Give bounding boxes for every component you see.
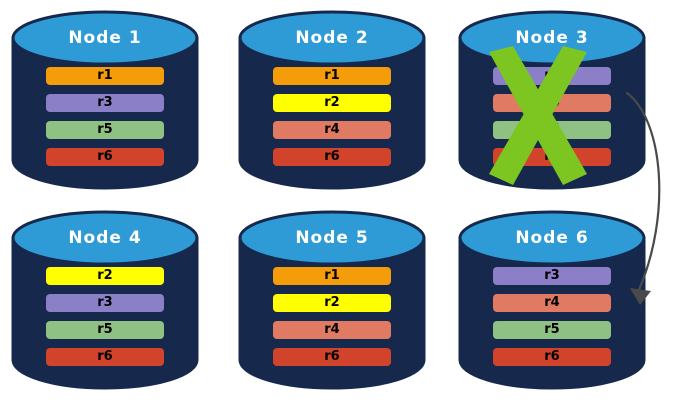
replica-row[interactable]: r4 [493,294,611,312]
replica-label: r2 [97,268,113,283]
replica-list-3: r3 r4 r5 r6 [457,67,647,166]
replica-row[interactable]: r2 [273,294,391,312]
replica-label: r4 [324,122,340,137]
replica-label: r3 [97,295,113,310]
replica-label: r6 [544,349,560,364]
replica-row[interactable]: r5 [46,321,164,339]
replica-label: r4 [544,295,560,310]
replica-label: r3 [544,68,560,83]
replica-label: r4 [544,95,560,110]
replica-row[interactable]: r3 [493,267,611,285]
replica-label: r2 [324,295,340,310]
replica-row[interactable]: r2 [46,267,164,285]
replica-row[interactable]: r5 [493,321,611,339]
replica-row[interactable]: r6 [493,148,611,166]
replica-row[interactable]: r6 [46,348,164,366]
node-cylinder-3[interactable]: Node 3 r3 r4 r5 r6 [457,8,647,190]
replica-row[interactable]: r5 [493,121,611,139]
replica-label: r5 [97,122,113,137]
replica-label: r1 [324,268,340,283]
replica-row[interactable]: r6 [273,348,391,366]
replica-row[interactable]: r1 [46,67,164,85]
replica-label: r4 [324,322,340,337]
replica-label: r6 [97,349,113,364]
replica-row[interactable]: r1 [273,267,391,285]
replica-list-1: r1 r3 r5 r6 [10,67,200,166]
replica-list-4: r2 r3 r5 r6 [10,267,200,366]
replica-row[interactable]: r6 [46,148,164,166]
replica-label: r5 [544,322,560,337]
replica-row[interactable]: r3 [46,94,164,112]
replica-label: r6 [544,149,560,164]
replica-row[interactable]: r5 [46,121,164,139]
node-cylinder-1[interactable]: Node 1 r1 r3 r5 r6 [10,8,200,190]
replica-label: r5 [544,122,560,137]
replica-label: r3 [97,95,113,110]
replica-row[interactable]: r2 [273,94,391,112]
replica-row[interactable]: r1 [273,67,391,85]
replica-label: r6 [97,149,113,164]
replica-row[interactable]: r4 [493,94,611,112]
replica-row[interactable]: r6 [273,148,391,166]
replica-label: r3 [544,268,560,283]
replica-label: r2 [324,95,340,110]
replica-row[interactable]: r3 [46,294,164,312]
node-cylinder-5[interactable]: Node 5 r1 r2 r4 r6 [237,208,427,390]
replica-list-5: r1 r2 r4 r6 [237,267,427,366]
node-cylinder-2[interactable]: Node 2 r1 r2 r4 r6 [237,8,427,190]
replica-label: r1 [324,68,340,83]
node-cylinder-6[interactable]: Node 6 r3 r4 r5 r6 [457,208,647,390]
replica-label: r6 [324,349,340,364]
replica-list-2: r1 r2 r4 r6 [237,67,427,166]
replica-label: r1 [97,68,113,83]
replica-row[interactable]: r3 [493,67,611,85]
replica-label: r6 [324,149,340,164]
replica-label: r5 [97,322,113,337]
replica-list-6: r3 r4 r5 r6 [457,267,647,366]
replica-row[interactable]: r4 [273,121,391,139]
replica-row[interactable]: r6 [493,348,611,366]
replica-row[interactable]: r4 [273,321,391,339]
node-cylinder-4[interactable]: Node 4 r2 r3 r5 r6 [10,208,200,390]
